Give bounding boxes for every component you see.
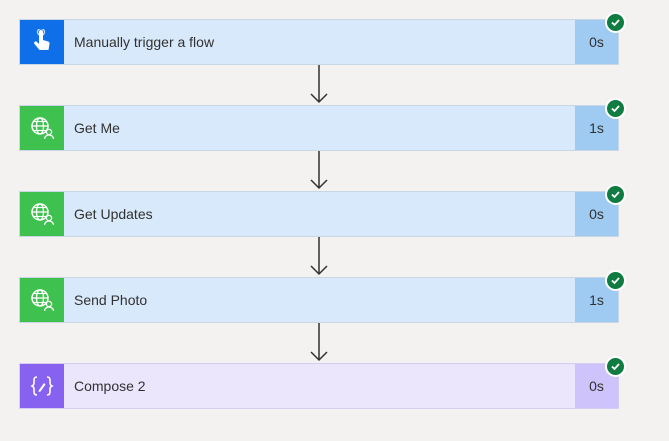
step-title: Get Me [74, 120, 120, 136]
action-icon-box [20, 278, 64, 322]
connector-arrow [310, 151, 328, 190]
flow-step-get-me[interactable]: Get Me 1s [19, 98, 626, 151]
success-check-icon [605, 12, 626, 33]
action-icon-box [20, 106, 64, 150]
flow-step-send-photo[interactable]: Send Photo 1s [19, 270, 626, 323]
compose-icon-box [20, 364, 64, 408]
step-title: Manually trigger a flow [74, 34, 215, 50]
flow-step-manual-trigger[interactable]: Manually trigger a flow 0s [19, 12, 626, 65]
flow-step-compose-2[interactable]: Compose 2 0s [19, 356, 626, 409]
success-check-icon [605, 184, 626, 205]
step-title: Compose 2 [74, 378, 146, 394]
connector-arrow [310, 237, 328, 276]
connector-arrow [310, 323, 328, 362]
connector-arrow [310, 65, 328, 104]
step-title: Send Photo [74, 292, 148, 308]
globe-user-icon [31, 203, 55, 226]
step-title: Get Updates [74, 206, 153, 222]
success-check-icon [605, 98, 626, 119]
success-check-icon [605, 356, 626, 377]
success-check-icon [605, 270, 626, 291]
trigger-icon-box [20, 20, 64, 64]
hand-touch-icon [34, 29, 50, 50]
compose-braces-icon [30, 376, 54, 396]
globe-user-icon [31, 289, 55, 312]
action-icon-box [20, 192, 64, 236]
flow-step-get-updates[interactable]: Get Updates 0s [19, 184, 626, 237]
globe-user-icon [31, 117, 55, 140]
